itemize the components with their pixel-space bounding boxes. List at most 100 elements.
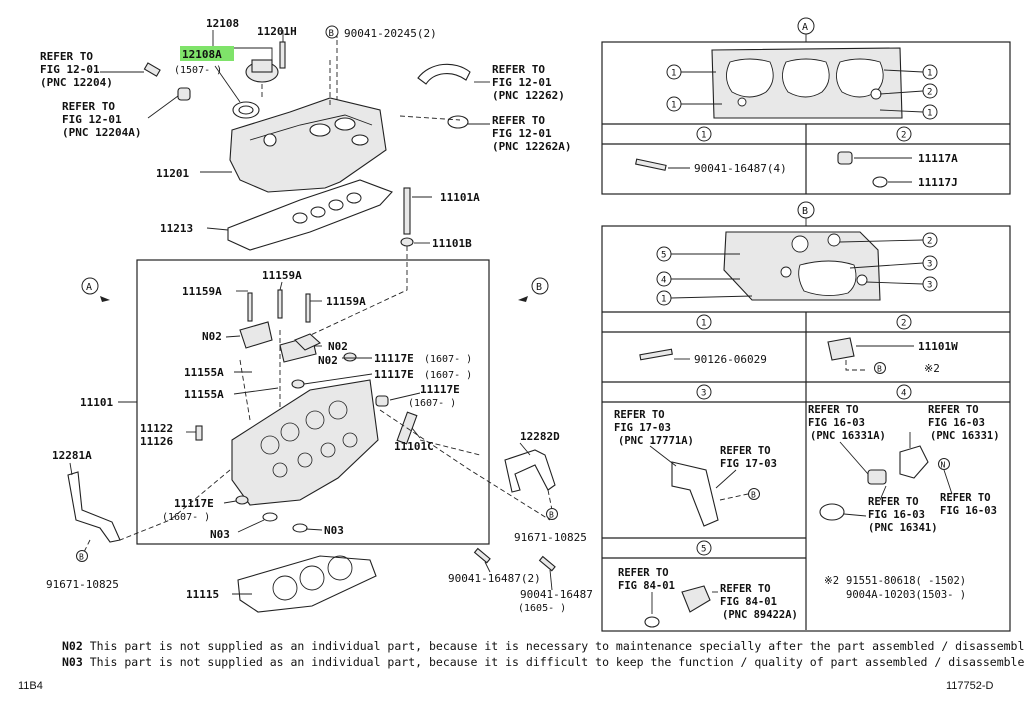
svg-text:N02: N02 [202,330,222,343]
svg-text:11117J: 11117J [918,176,958,189]
label-11101a: 11101A [440,191,480,204]
ref-12262a: REFER TO FIG 12-01 (PNC 12262A) [492,114,571,153]
svg-text:FIG 12-01: FIG 12-01 [492,127,552,140]
svg-text:N02: N02 [328,340,348,353]
stud-90041-16487[interactable] [635,158,667,171]
svg-text:11117E: 11117E [374,352,414,365]
svg-text:FIG 16-03: FIG 16-03 [928,417,985,429]
note-code-n03: N03 [62,655,83,669]
svg-text:(PNC 16331): (PNC 16331) [930,430,1000,442]
svg-text:(PNC 12262A): (PNC 12262A) [492,140,571,153]
sensor-11101w[interactable] [827,337,855,361]
o-ring-84-01[interactable] [644,616,660,628]
label-11201h: 11201H [257,25,297,38]
svg-text:B: B [329,29,334,39]
svg-text:REFER TO: REFER TO [614,409,665,421]
cylinder-head[interactable] [231,379,379,506]
grommet-12204a[interactable] [177,87,191,101]
label-12108a-date: (1507- ) [174,65,222,76]
svg-text:11117E: 11117E [374,368,414,381]
svg-text:(PNC 17771A): (PNC 17771A) [618,435,694,447]
svg-text:N03: N03 [210,528,230,541]
svg-text:5: 5 [661,251,666,261]
svg-text:FIG 16-03: FIG 16-03 [868,509,925,521]
note-n03: N03 This part is not supplied as an indi… [62,655,1024,669]
plug-11117a[interactable] [837,151,853,165]
svg-text:2: 2 [927,88,932,98]
svg-text:90041-16487(4): 90041-16487(4) [694,162,787,175]
svg-text:B: B [549,511,554,520]
panel-b: B 5 4 1 2 3 3 1 2 3 4 5 90126-06029 [601,201,1011,632]
svg-text:※2: ※2 [824,575,839,587]
svg-text:11115: 11115 [186,588,219,601]
hanger-12282d[interactable] [504,449,556,493]
bolt-11101a[interactable] [403,187,411,235]
svg-text:11159A: 11159A [262,269,302,282]
cover-assembly [100,30,490,341]
svg-text:11159A: 11159A [326,295,366,308]
svg-text:(1607- ): (1607- ) [424,370,472,381]
svg-text:91671-10825: 91671-10825 [46,578,119,591]
svg-text:1: 1 [927,109,932,119]
svg-text:REFER TO: REFER TO [618,567,669,579]
sensor-12204[interactable] [143,62,161,77]
label-12108: 12108 [206,17,239,30]
svg-text:91551-80618( -1502): 91551-80618( -1502) [846,575,966,587]
sensor-89422a[interactable] [681,585,711,613]
cover-gasket[interactable] [227,179,393,251]
ref-12204a: REFER TO FIG 12-01 (PNC 12204A) [62,100,141,139]
svg-text:REFER TO: REFER TO [928,404,979,416]
svg-text:1: 1 [671,69,676,79]
gasket-16341[interactable] [819,503,845,521]
stud-90126-06029[interactable] [639,348,673,361]
label-90041-20245: 90041-20245(2) [344,27,437,40]
view-a-marker[interactable]: A [81,277,110,302]
gasket-11117j[interactable] [872,176,888,188]
svg-text:3: 3 [927,260,932,270]
svg-text:1: 1 [701,131,706,141]
svg-text:11101C: 11101C [394,440,434,453]
label-12108a[interactable]: 12108A [182,48,222,61]
svg-text:4: 4 [901,389,906,399]
svg-text:(1607- ): (1607- ) [408,398,456,409]
stud-11201h[interactable] [279,41,286,69]
bracket-17771a[interactable] [671,461,719,527]
svg-text:B: B [877,365,882,374]
hose-clip[interactable] [447,115,469,129]
svg-text:3: 3 [701,389,706,399]
thermostat-16331a[interactable] [867,469,887,485]
svg-text:11117E: 11117E [420,383,460,396]
svg-text:REFER TO: REFER TO [868,496,919,508]
ventilation-hose[interactable] [417,63,471,85]
svg-text:(PNC 16341): (PNC 16341) [868,522,938,534]
svg-text:2: 2 [901,319,906,329]
svg-text:FIG 12-01: FIG 12-01 [40,63,100,76]
svg-text:11117A: 11117A [918,152,958,165]
cover-labels: 12108 12108A (1507- ) 11201H 90041-20245… [40,17,571,250]
svg-text:FIG 12-01: FIG 12-01 [492,76,552,89]
view-b-marker[interactable]: B [518,277,549,302]
svg-text:※2: ※2 [924,362,940,375]
svg-text:11155A: 11155A [184,388,224,401]
washer-11101b[interactable] [400,237,414,247]
cam-cap-left[interactable] [239,321,273,349]
svg-text:A: A [802,22,808,33]
head-gasket[interactable] [237,555,377,613]
svg-text:1: 1 [701,319,706,329]
svg-text:12282D: 12282D [520,430,560,443]
hanger-12281a[interactable] [67,471,121,543]
svg-text:90041-16487: 90041-16487 [520,588,593,601]
svg-text:B: B [536,282,542,293]
svg-text:REFER TO: REFER TO [940,492,991,504]
svg-text:N: N [941,461,946,470]
ref-12262: REFER TO FIG 12-01 (PNC 12262) [492,63,565,102]
svg-text:FIG 84-01: FIG 84-01 [618,580,675,592]
water-outlet-16331[interactable] [899,445,929,479]
circle-b-markers: B B [76,508,558,562]
svg-text:N03: N03 [324,524,344,537]
svg-text:(PNC 12262): (PNC 12262) [492,89,565,102]
svg-text:REFER TO: REFER TO [720,583,771,595]
svg-text:FIG 16-03: FIG 16-03 [940,505,997,517]
svg-text:90041-16487(2): 90041-16487(2) [448,572,541,585]
